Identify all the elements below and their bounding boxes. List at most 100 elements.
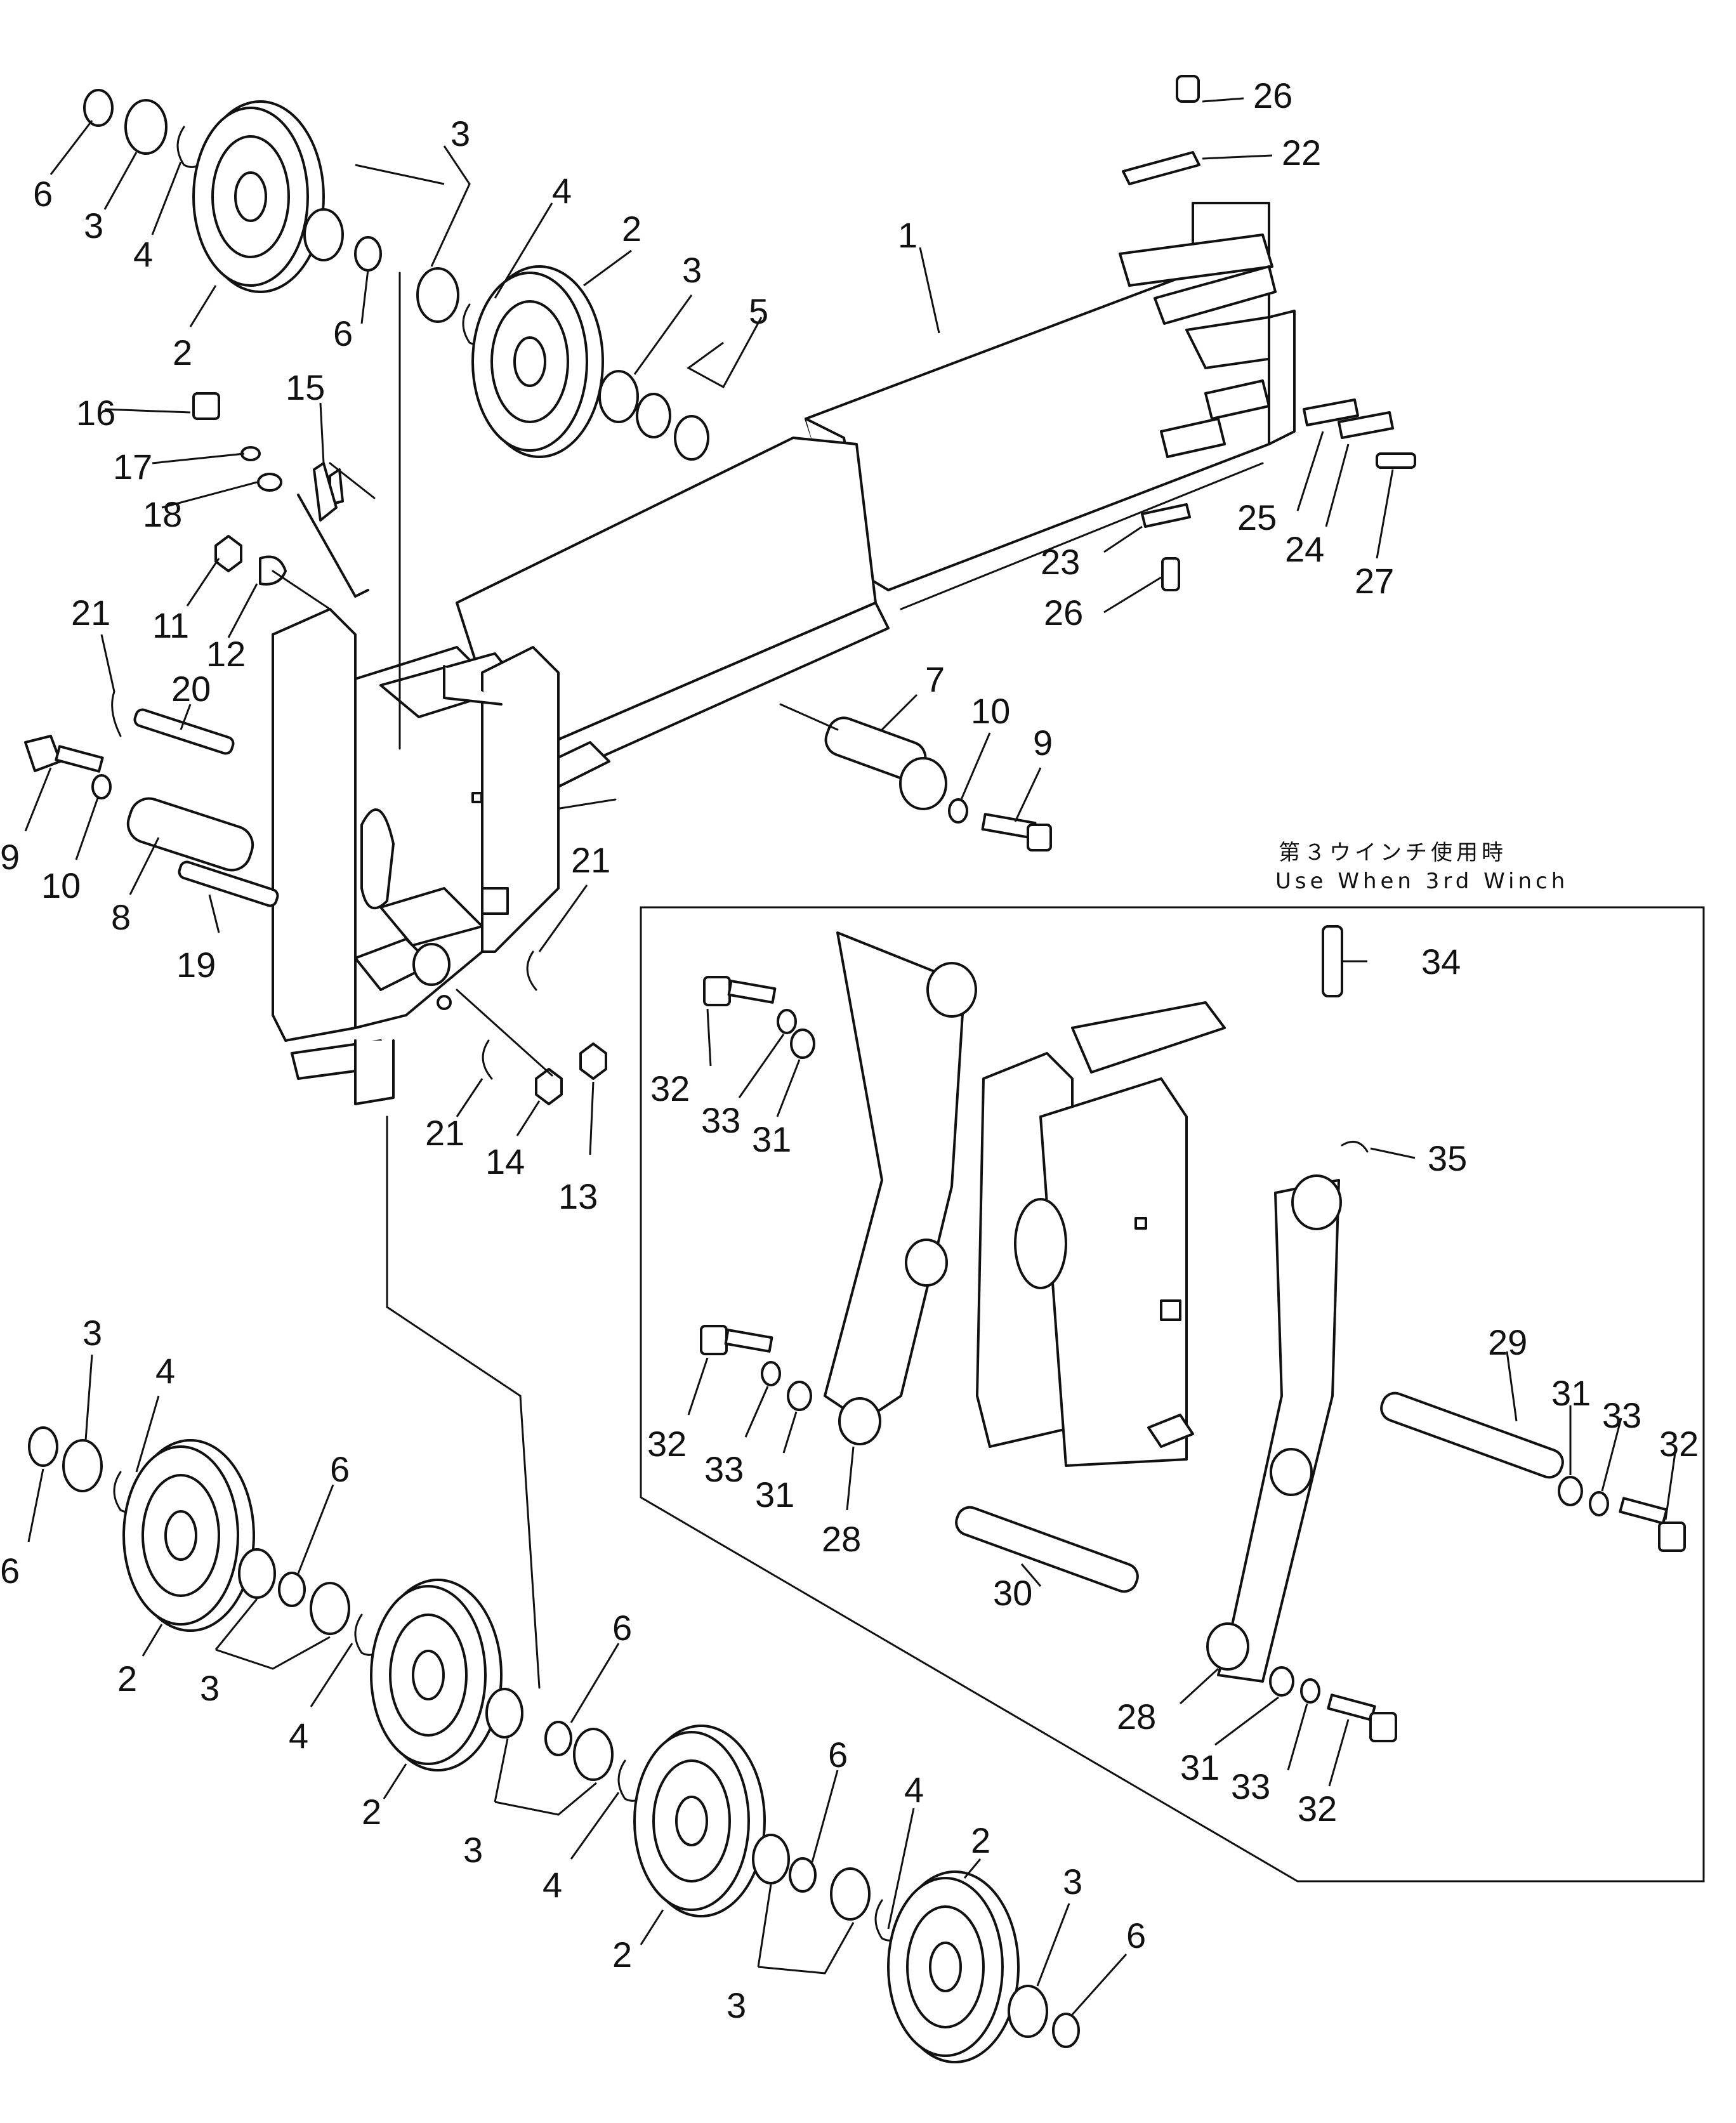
callout-3: 3 [463, 1830, 483, 1870]
callout-27: 27 [1355, 561, 1394, 601]
callout-15: 15 [286, 367, 325, 407]
lower-sheave-set [28, 1115, 1080, 2063]
washer-33-b [761, 1361, 781, 1386]
washer-6-d [789, 1857, 817, 1893]
callout-3: 3 [450, 114, 470, 154]
washer-6-b [278, 1572, 306, 1607]
callout-6: 6 [828, 1735, 848, 1775]
callout-32: 32 [650, 1068, 690, 1108]
sheave-2-top-b [471, 265, 604, 458]
callout-2: 2 [971, 1820, 990, 1860]
sheave-2-a [122, 1439, 255, 1632]
bearing-3-f [752, 1834, 790, 1884]
washer-10-left [91, 774, 112, 799]
callout-6: 6 [33, 174, 53, 214]
callout-numbers: 6 3 4 2 3 4 2 6 3 5 1 26 22 23 26 25 24 … [0, 76, 1699, 2025]
callout-5: 5 [749, 291, 768, 331]
nut-14 [535, 1068, 563, 1105]
top-sheave-set [83, 89, 709, 750]
sheave-2-c [633, 1725, 766, 1917]
split-pin-21-left [111, 690, 122, 737]
callout-33: 33 [701, 1100, 740, 1140]
pin-hardware [24, 392, 1052, 1105]
washer-33-c [1589, 1491, 1609, 1516]
callout-31: 31 [1180, 1747, 1220, 1787]
callout-3: 3 [727, 1985, 746, 2025]
callout-4: 4 [289, 1716, 308, 1756]
washer-6-top-b [354, 236, 382, 272]
callout-32: 32 [1298, 1789, 1337, 1829]
pin-30 [955, 1506, 1139, 1593]
plate-24 [1338, 411, 1394, 439]
screw-26-bottom [1161, 557, 1180, 591]
bolt-9-left-head [24, 735, 62, 772]
callout-24: 24 [1285, 529, 1324, 569]
callout-21: 21 [71, 593, 110, 633]
callout-6: 6 [0, 1551, 20, 1591]
callout-4: 4 [552, 171, 572, 211]
washer-6-a [28, 1426, 58, 1467]
callout-31: 31 [755, 1475, 794, 1515]
pin-8 [126, 797, 254, 872]
lever-15 [313, 462, 338, 522]
inset-frame [640, 906, 1705, 1883]
callout-2: 2 [117, 1659, 137, 1699]
plate-31-b [787, 1381, 812, 1411]
callout-10: 10 [41, 865, 81, 905]
nut-13 [579, 1042, 607, 1080]
bearing-3-top [124, 99, 168, 155]
callout-4: 4 [155, 1351, 175, 1391]
bearing-3-top-c [598, 370, 639, 423]
callout-2: 2 [622, 209, 641, 249]
callout-26: 26 [1253, 76, 1292, 115]
plate-22 [1122, 151, 1200, 185]
washer-6-c [544, 1721, 572, 1756]
bearing-3-d [485, 1688, 523, 1738]
inset-caption-jp: 第３ウインチ使用時 [1279, 840, 1507, 865]
link-28-right [1217, 1179, 1340, 1683]
nut-11 [214, 535, 242, 572]
washer-6-top [83, 89, 114, 127]
callout-28: 28 [1117, 1697, 1156, 1737]
callout-18: 18 [143, 494, 182, 534]
callout-6: 6 [330, 1449, 350, 1489]
boom-head-fittings [1122, 75, 1416, 591]
bolt-32-c-head [1658, 1522, 1686, 1552]
plate-23 [1141, 503, 1191, 528]
collar-5-b [674, 415, 709, 461]
screw-27 [1376, 452, 1416, 469]
callout-1: 1 [898, 215, 917, 255]
bolt-32-d-head [1369, 1712, 1397, 1742]
bearing-3-e [573, 1728, 614, 1781]
callout-19: 19 [176, 945, 216, 985]
washer-18 [257, 473, 282, 492]
sheave-2-top [192, 100, 325, 293]
callout-17: 17 [113, 447, 152, 487]
bearing-3-top-a [303, 208, 344, 261]
callout-3: 3 [682, 250, 702, 290]
callout-8: 8 [111, 897, 131, 937]
callout-3: 3 [82, 1313, 102, 1353]
third-winch-inset: 第３ウインチ使用時 Use When 3rd Winch [640, 840, 1705, 1883]
split-pin-21-right [526, 950, 537, 991]
callout-6: 6 [1126, 1916, 1146, 1955]
callout-31: 31 [1551, 1373, 1591, 1413]
callout-11: 11 [152, 605, 189, 645]
callout-21: 21 [571, 840, 610, 880]
callout-32: 32 [647, 1424, 687, 1464]
pin-20 [133, 708, 235, 755]
plate-31-a [790, 1029, 815, 1059]
callout-4: 4 [904, 1770, 924, 1810]
callout-31: 31 [752, 1119, 791, 1159]
washer-10-right [948, 798, 968, 824]
pin-7-head [899, 757, 947, 810]
plate-31-c [1558, 1476, 1583, 1506]
callout-16: 16 [76, 393, 115, 433]
split-pin-21-bottom [482, 1039, 493, 1080]
plate-31-d [1269, 1666, 1294, 1697]
callout-4: 4 [542, 1865, 562, 1905]
inset-bracket-b [1039, 1077, 1188, 1467]
washer-6-e [1052, 2013, 1080, 2048]
washer-33-d [1300, 1678, 1320, 1704]
callout-9: 9 [0, 837, 20, 877]
